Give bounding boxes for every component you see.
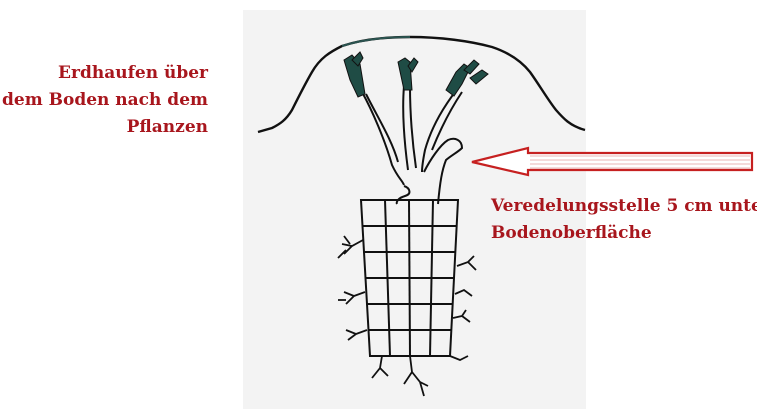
mound-label-line-1: Erdhaufen über bbox=[2, 60, 208, 87]
graft-label-line-1: Veredelungsstelle 5 cm unter bbox=[491, 193, 757, 220]
mound-label-line-2: dem Boden nach dem bbox=[2, 87, 208, 114]
mound-label: Erdhaufen über dem Boden nach dem Pflanz… bbox=[2, 60, 208, 141]
mound-label-line-3: Pflanzen bbox=[2, 114, 208, 141]
arrow-left-icon bbox=[472, 148, 752, 175]
graft-label: Veredelungsstelle 5 cm unter Bodenoberfl… bbox=[491, 193, 757, 247]
graft-label-line-2: Bodenoberfläche bbox=[491, 220, 757, 247]
